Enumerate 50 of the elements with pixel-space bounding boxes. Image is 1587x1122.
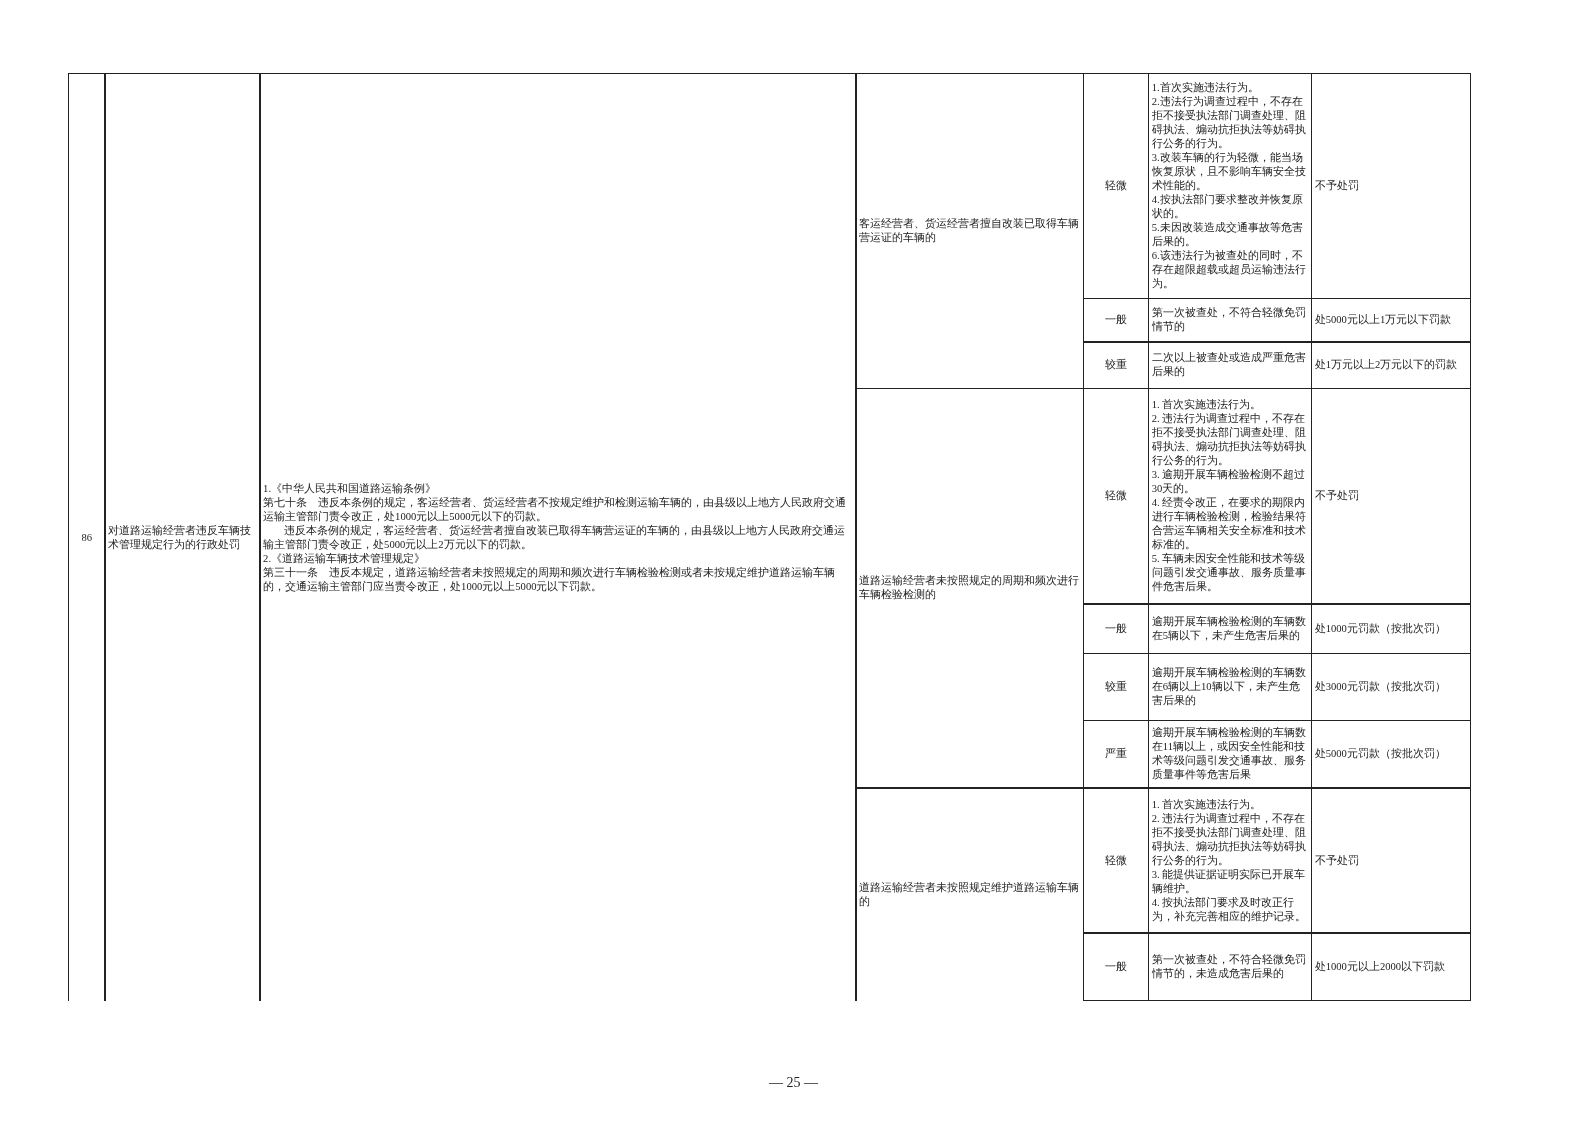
condition-item: 第一次被查处，不符合轻微免罚情节的，未造成危害后果的 (1151, 952, 1307, 981)
condition-item: 3. 逾期开展车辆检验检测不超过30天的。 (1151, 468, 1307, 497)
severity-level: 较重 (1104, 358, 1129, 373)
penalty-text: 处1000元罚款（按批次罚） (1314, 621, 1447, 636)
penalty-text: 处1万元以上2万元以下的罚款 (1314, 358, 1459, 373)
page-number: — 25 — (768, 1074, 819, 1091)
condition-item: 3.改装车辆的行为轻微，能当场恢复原状，且不影响车辆安全技术性能的。 (1151, 150, 1307, 193)
legal-basis-text: 违反本条例的规定，客运经营者、货运经营者擅自改装已取得车辆营运证的车辆的，由县级以上地方人民政府交通运输主管部门责令改正，处5000元以上2万元以下的罚款。 (263, 523, 847, 552)
legal-basis-text: 第七十条 违反本条例的规定，客运经营者、货运经营者不按规定维护和检测运输车辆的，由县级以上地方人民政府交通运输主管部门责令改正，处1000元以上5000元以下的罚款。 (263, 495, 848, 524)
condition-item: 逾期开展车辆检验检测的车辆数在11辆以上，或因安全性能和技术等级问题引发交通事故、服务质量事件等危害后果 (1151, 726, 1307, 783)
severity-level: 一般 (1104, 313, 1129, 328)
severity-level: 一般 (1104, 959, 1129, 974)
condition-item: 第一次被查处，不符合轻微免罚情节的 (1151, 306, 1307, 335)
condition-item: 3. 能提供证据证明实际已开展车辆维护。 (1151, 867, 1307, 896)
severity-level: 严重 (1104, 747, 1129, 762)
penalty-text: 处1000元以上2000以下罚款 (1314, 959, 1447, 974)
violation-description: 道路运输经营者未按照规定的周期和频次进行车辆检验检测的 (859, 574, 1081, 603)
severity-level: 轻微 (1104, 489, 1129, 504)
severity-level: 一般 (1104, 621, 1129, 636)
penalty-text: 不予处罚 (1314, 853, 1360, 868)
severity-level: 轻微 (1104, 853, 1129, 868)
condition-item: 4. 按执法部门要求及时改正行为，补充完善相应的维护记录。 (1151, 895, 1307, 924)
legal-basis-text: 2.《道路运输车辆技术管理规定》 (263, 551, 427, 566)
violation-description: 道路运输经营者未按照规定维护道路运输车辆的 (859, 880, 1081, 909)
condition-item: 2.违法行为调查过程中，不存在拒不接受执法部门调查处理、阻碍执法、煽动抗拒执法等妨碍执行公务的行为。 (1151, 94, 1307, 151)
severity-level: 轻微 (1104, 178, 1129, 193)
condition-item: 4. 经责令改正，在要求的期限内进行车辆检验检测，检验结果符合营运车辆相关安全标准和技术标准的。 (1151, 496, 1307, 553)
condition-item: 5. 车辆未因安全性能和技术等级问题引发交通事故、服务质量事件危害后果。 (1151, 552, 1307, 595)
condition-item: 1. 首次实施违法行为。 (1151, 797, 1263, 812)
condition-item: 2. 违法行为调查过程中，不存在拒不接受执法部门调查处理、阻碍执法、煽动抗拒执法等妨碍执行公务的行为。 (1151, 412, 1307, 469)
penalty-text: 不予处罚 (1314, 489, 1360, 504)
legal-basis-text: 1.《中华人民共和国道路运输条例》 (263, 481, 438, 496)
item-name: 对道路运输经营者违反车辆技术管理规定行为的行政处罚 (108, 523, 253, 552)
condition-item: 5.未因改装造成交通事故等危害后果的。 (1151, 220, 1304, 249)
condition-item: 6.该违法行为被查处的同时，不存在超限超载或超员运输违法行为。 (1151, 248, 1307, 291)
penalty-text: 不予处罚 (1314, 178, 1360, 193)
condition-item: 逾期开展车辆检验检测的车辆数在5辆以下，未产生危害后果的 (1151, 614, 1307, 643)
severity-level: 较重 (1104, 679, 1129, 694)
condition-item: 二次以上被查处或造成严重危害后果的 (1151, 351, 1307, 380)
legal-basis-text: 第三十一条 违反本规定，道路运输经营者未按照规定的周期和频次进行车辆检验检测或者未按规定维护道路运输车辆的，交通运输主管部门应当责令改正，处1000元以上5000元以下罚款。 (263, 565, 837, 594)
row-number: 86 (80, 530, 94, 545)
penalty-text: 处5000元以上1万元以下罚款 (1314, 313, 1453, 328)
penalty-text: 处5000元罚款（按批次罚） (1314, 747, 1447, 762)
condition-item: 2. 违法行为调查过程中，不存在拒不接受执法部门调查处理、阻碍执法、煽动抗拒执法等妨碍执行公务的行为。 (1151, 811, 1307, 868)
penalty-text: 处3000元罚款（按批次罚） (1314, 679, 1447, 694)
violation-description: 客运经营者、货运经营者擅自改装已取得车辆营运证的车辆的 (859, 217, 1081, 245)
condition-item: 4.按执法部门要求整改并恢复原状的。 (1151, 192, 1304, 221)
condition-item: 1.首次实施违法行为。 (1151, 80, 1260, 95)
condition-item: 逾期开展车辆检验检测的车辆数在6辆以上10辆以下，未产生危害后果的 (1151, 665, 1307, 708)
condition-item: 1. 首次实施违法行为。 (1151, 398, 1263, 413)
